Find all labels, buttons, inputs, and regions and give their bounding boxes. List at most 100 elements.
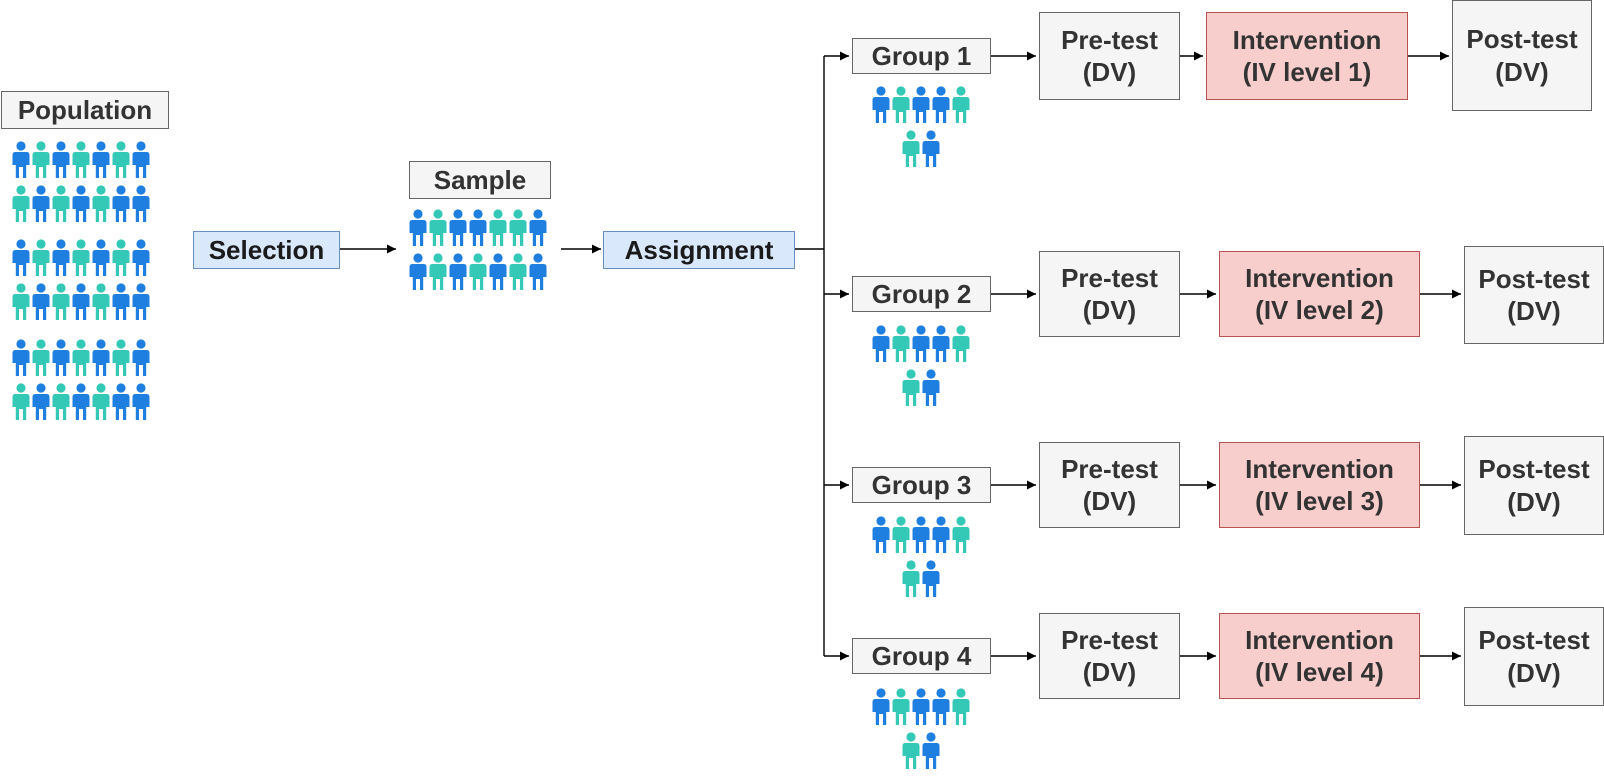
person: [892, 86, 910, 129]
person-icon: [912, 688, 930, 725]
person: [952, 688, 970, 731]
person: [509, 209, 527, 252]
person: [892, 325, 910, 368]
person: [52, 239, 70, 282]
posttest-1-line-1: Post-test: [1466, 24, 1578, 54]
person-icon: [12, 383, 30, 420]
branch-trunk: [795, 56, 825, 656]
intervention-4-line-2: (IV level 4): [1255, 657, 1384, 687]
person-icon: [72, 185, 90, 222]
person: [872, 516, 890, 559]
pretest-2: Pre-test(DV): [1039, 251, 1180, 337]
person: [872, 86, 890, 129]
person: [912, 516, 930, 559]
person: [892, 688, 910, 731]
person-icon: [72, 339, 90, 376]
person-icon: [92, 283, 110, 320]
person-icon: [32, 383, 50, 420]
person: [469, 253, 487, 296]
group-2-people: [872, 325, 972, 409]
person-icon: [922, 369, 940, 406]
population-label-text: Population: [17, 94, 153, 125]
person-icon: [509, 253, 527, 290]
person-icon: [449, 253, 467, 290]
pretest-3: Pre-test(DV): [1039, 442, 1180, 528]
person-icon: [112, 185, 130, 222]
person-icon: [429, 209, 447, 246]
person: [12, 339, 30, 382]
person-icon: [92, 383, 110, 420]
selection-label: Selection: [193, 231, 340, 269]
posttest-1: Post-test(DV): [1452, 0, 1592, 111]
assignment-label-text: Assignment: [624, 234, 774, 265]
person: [922, 130, 940, 173]
person: [52, 283, 70, 326]
person: [32, 383, 50, 426]
person-icon: [112, 383, 130, 420]
posttest-4: Post-test(DV): [1464, 607, 1604, 706]
person: [32, 339, 50, 382]
person: [932, 516, 950, 559]
person-icon: [872, 688, 890, 725]
person: [92, 239, 110, 282]
person: [902, 560, 920, 603]
person-icon: [112, 239, 130, 276]
person-icon: [12, 141, 30, 178]
person-icon: [92, 185, 110, 222]
pretest-4: Pre-test(DV): [1039, 613, 1180, 699]
person-icon: [32, 339, 50, 376]
person-icon: [902, 732, 920, 769]
person-icon: [72, 239, 90, 276]
person-icon: [892, 86, 910, 123]
person: [489, 209, 507, 252]
person: [52, 339, 70, 382]
person: [32, 185, 50, 228]
person-icon: [489, 209, 507, 246]
person-icon: [922, 732, 940, 769]
intervention-2-line-2: (IV level 2): [1255, 295, 1384, 325]
person-icon: [92, 339, 110, 376]
person-icon: [872, 325, 890, 362]
person-icon: [902, 130, 920, 167]
person-icon: [409, 253, 427, 290]
person-icon: [872, 516, 890, 553]
person: [72, 239, 90, 282]
person-icon: [52, 141, 70, 178]
person-icon: [902, 369, 920, 406]
person: [932, 688, 950, 731]
person-icon: [92, 239, 110, 276]
person: [72, 383, 90, 426]
person-icon: [52, 283, 70, 320]
sample-people: [409, 209, 549, 293]
group-1-label-text: Group 1: [871, 40, 972, 71]
sample-label: Sample: [409, 161, 551, 199]
pretest-3-line-1: Pre-test: [1061, 453, 1158, 484]
person: [509, 253, 527, 296]
person: [112, 239, 130, 282]
person-icon: [132, 141, 150, 178]
person: [469, 209, 487, 252]
person-icon: [52, 185, 70, 222]
population-people: [12, 141, 152, 429]
person: [529, 209, 547, 252]
person: [12, 185, 30, 228]
person-icon: [132, 185, 150, 222]
person-icon: [952, 688, 970, 725]
person: [92, 185, 110, 228]
group-1-people: [872, 86, 972, 170]
person-icon: [32, 141, 50, 178]
selection-label-text: Selection: [208, 234, 325, 265]
person-icon: [922, 130, 940, 167]
group-4-label-text: Group 4: [871, 640, 972, 671]
posttest-2-line-1: Post-test: [1478, 263, 1590, 294]
person: [52, 383, 70, 426]
posttest-3-line-1: Post-test: [1478, 454, 1590, 484]
intervention-3-line-1: Intervention: [1245, 453, 1394, 484]
intervention-1-line-1: Intervention: [1232, 24, 1382, 55]
person-icon: [52, 383, 70, 420]
person-icon: [12, 185, 30, 222]
pretest-3-line-2: (DV): [1082, 486, 1137, 516]
person-icon: [952, 86, 970, 123]
person: [132, 239, 150, 282]
